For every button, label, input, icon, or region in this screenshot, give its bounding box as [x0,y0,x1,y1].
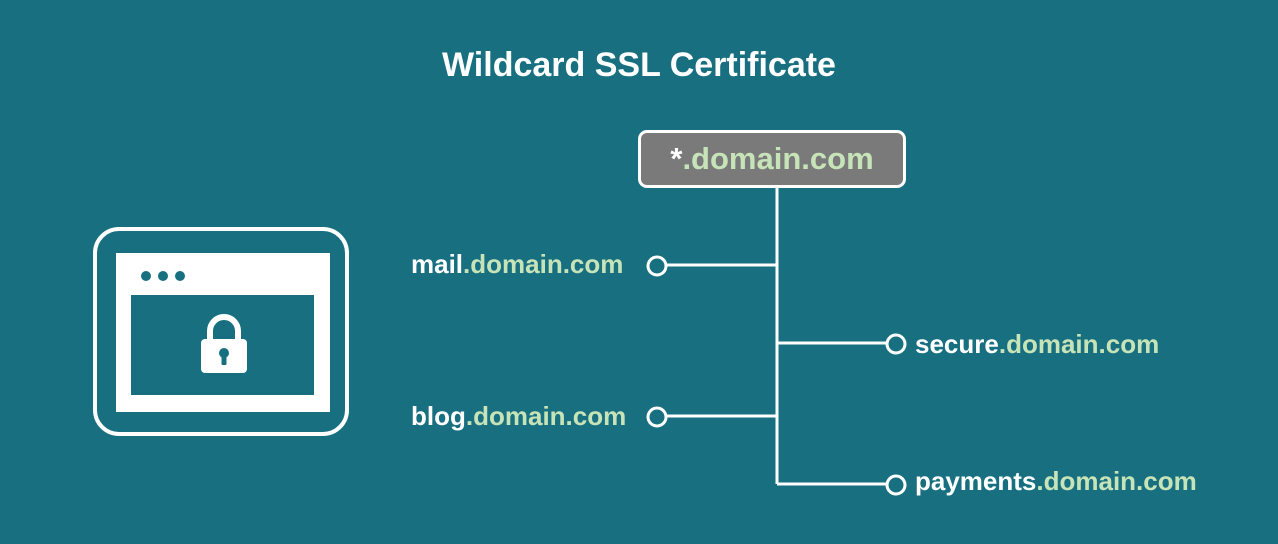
browser-content-pane [131,295,314,395]
diagram-title: Wildcard SSL Certificate [442,46,836,84]
subdomain-prefix: blog [411,401,466,431]
subdomain-label-mail: mail.domain.com [411,249,623,279]
wildcard-root-box: *.domain.com [638,130,906,188]
subdomain-prefix: secure [915,329,999,359]
root-domain: .domain.com [682,141,874,176]
subdomain-label-blog: blog.domain.com [411,401,626,431]
browser-window-icon [93,227,349,436]
subdomain-domain: .domain.com [463,249,624,279]
node-secure [885,333,907,355]
subdomain-domain: .domain.com [1036,466,1197,496]
node-blog [646,406,668,428]
subdomain-label-payments: payments.domain.com [915,466,1197,496]
subdomain-domain: .domain.com [998,329,1160,359]
browser-window [116,253,330,412]
subdomain-domain: .domain.com [465,401,627,431]
padlock-icon [201,314,247,373]
root-prefix: * [670,141,683,176]
subdomain-prefix: mail [411,249,464,279]
window-controls-icon [141,271,185,281]
subdomain-label-secure: secure.domain.com [915,329,1159,359]
node-mail [646,255,668,277]
subdomain-prefix: payments [915,466,1037,496]
node-payments [885,474,907,496]
